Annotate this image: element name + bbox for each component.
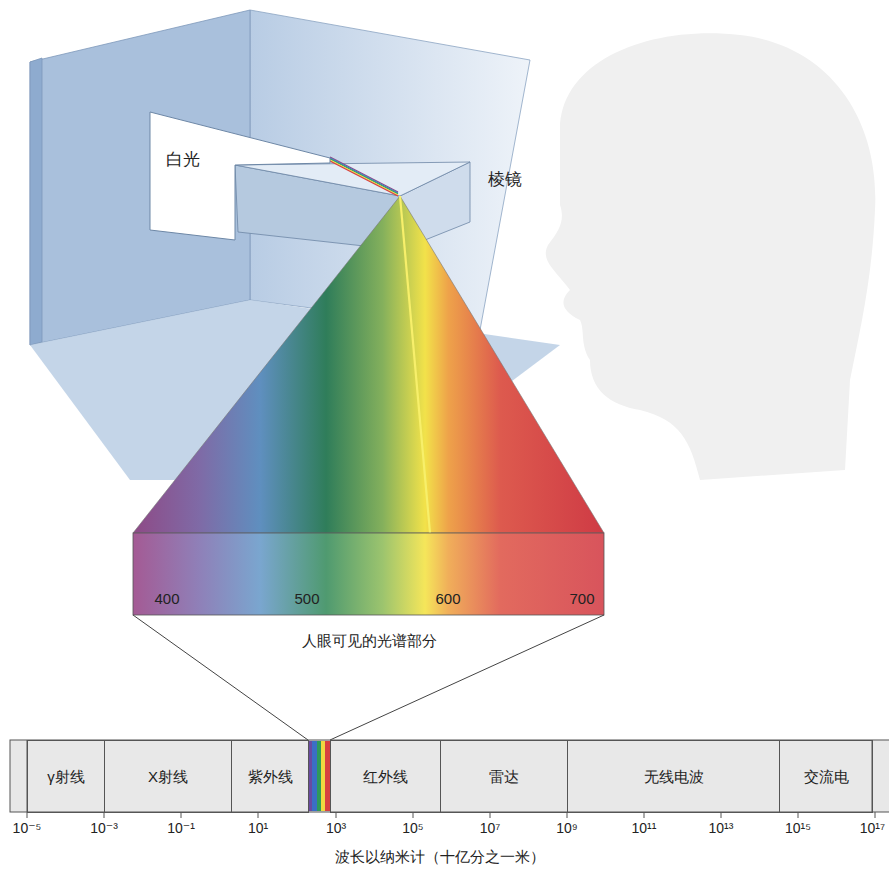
tick-mark xyxy=(875,812,876,818)
visible-strip xyxy=(312,741,317,811)
tick-label: 10⁻³ xyxy=(90,820,118,837)
light-beam xyxy=(330,159,398,194)
spectrum-band xyxy=(10,740,889,812)
band-label: 交流电 xyxy=(804,768,849,786)
tick-label: 10⁻¹ xyxy=(167,820,195,837)
visible-caption: 人眼可见的光谱部分 xyxy=(302,632,437,650)
wavelength-value: 600 xyxy=(435,590,460,608)
wavelength-value: 700 xyxy=(569,590,594,608)
tick-label: 10¹³ xyxy=(709,820,734,837)
tick-label: 10⁻⁵ xyxy=(13,820,42,837)
light-beam xyxy=(330,157,398,192)
prism-label: 棱镜 xyxy=(488,170,522,190)
visible-strip xyxy=(317,741,321,811)
card-outline xyxy=(150,112,330,240)
visible-strip xyxy=(321,741,325,811)
visible-spectrum-bar xyxy=(133,533,604,615)
band-cell: 无线电波 xyxy=(567,740,780,813)
tick-label: 10¹ xyxy=(248,820,268,837)
light-beam xyxy=(330,160,398,195)
card-shape xyxy=(150,112,330,240)
band-cell: 红外线 xyxy=(330,740,441,813)
light-beam xyxy=(330,158,398,193)
spectrum-fan xyxy=(133,196,604,533)
tick-label: 10³ xyxy=(326,820,346,837)
prism-top-face xyxy=(235,162,470,196)
wall-edge xyxy=(30,58,42,345)
band-label: 雷达 xyxy=(489,768,519,786)
band-cell: 紫外线 xyxy=(231,740,309,813)
wavelength-value: 500 xyxy=(294,590,319,608)
axis-caption: 波长以纳米计（十亿分之一米） xyxy=(335,848,545,866)
light-card: 白光 xyxy=(150,112,330,240)
band-label: X射线 xyxy=(148,768,188,786)
head-silhouette xyxy=(546,33,876,480)
yellow-ray xyxy=(400,196,430,533)
band-cell: 交流电 xyxy=(779,740,873,813)
tick-label: 10¹⁵ xyxy=(785,820,811,837)
band-cell: γ射线 xyxy=(27,740,105,813)
tick-label: 10⁷ xyxy=(480,820,501,837)
band-label: γ射线 xyxy=(47,768,85,786)
tick-label: 10¹⁷ xyxy=(860,820,885,837)
band-cell: 雷达 xyxy=(440,740,568,813)
band-cell: X射线 xyxy=(104,740,232,813)
band-label: 无线电波 xyxy=(644,768,704,786)
light-beam xyxy=(330,161,398,196)
band-label: 紫外线 xyxy=(248,768,293,786)
wavelength-value: 400 xyxy=(154,590,179,608)
tick-label: 10⁵ xyxy=(402,820,423,837)
tick-label: 10⁹ xyxy=(556,820,578,837)
zoom-line xyxy=(133,615,308,740)
tick-label: 10¹¹ xyxy=(632,820,657,837)
band-label: 红外线 xyxy=(363,768,408,786)
card-label: 白光 xyxy=(166,150,200,170)
